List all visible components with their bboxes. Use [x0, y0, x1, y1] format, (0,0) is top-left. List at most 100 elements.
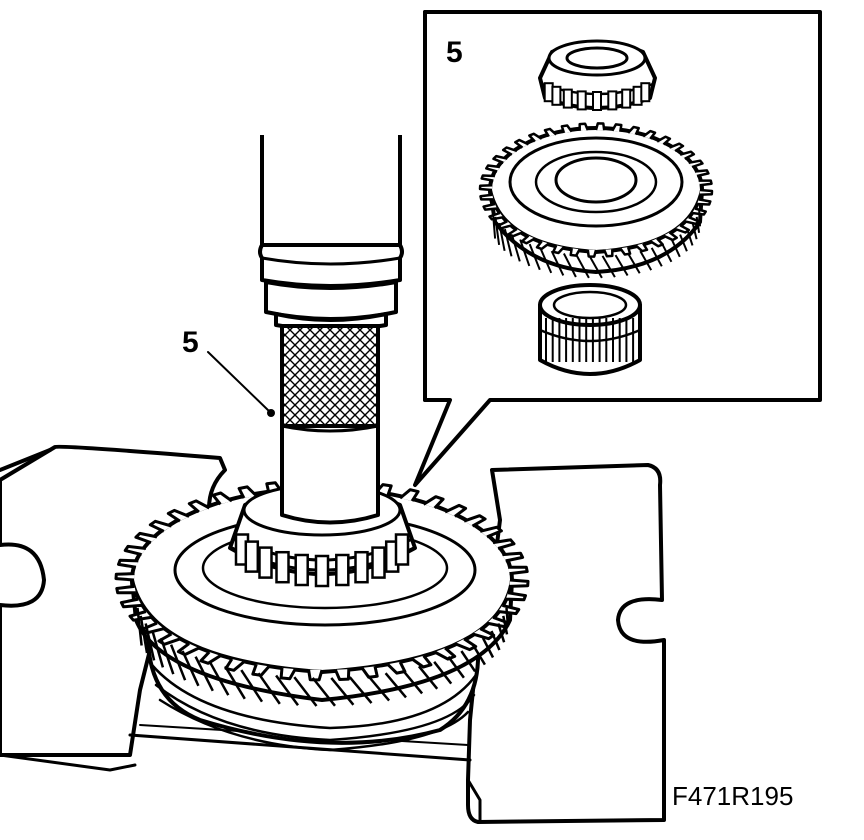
gear-tooth	[656, 135, 672, 146]
figure-code: F471R195	[672, 781, 793, 811]
gear-tooth	[492, 538, 516, 550]
gear-tooth	[360, 666, 379, 679]
helix-line	[491, 210, 497, 239]
gear-tooth	[279, 667, 297, 681]
gear-tooth	[543, 127, 558, 138]
gear-tooth	[699, 188, 714, 196]
helix-line	[144, 623, 156, 661]
gear-tooth	[669, 142, 685, 153]
gear-tooth	[662, 231, 678, 242]
gear-tooth	[199, 650, 222, 665]
helix-line	[417, 665, 439, 690]
gear-tooth	[386, 661, 407, 675]
helix-line	[650, 247, 663, 267]
helix-line	[614, 254, 629, 277]
roller	[258, 546, 273, 579]
helix-line	[139, 615, 149, 654]
helix-line	[348, 676, 373, 704]
helix-line	[159, 637, 175, 675]
gear-tooth	[535, 240, 550, 251]
helix-line	[550, 250, 565, 276]
helix-line	[627, 252, 641, 274]
roller	[244, 540, 260, 573]
gear-tooth	[560, 124, 573, 134]
helix-line	[539, 247, 553, 274]
roller	[551, 85, 562, 106]
gear-tooth	[123, 544, 147, 557]
gear-tooth	[694, 169, 710, 178]
gear-tooth	[594, 122, 606, 131]
gear-tooth	[552, 244, 565, 255]
gear-tooth	[698, 179, 713, 187]
gear-tooth	[478, 184, 493, 192]
helix-line	[502, 615, 509, 635]
gear-tooth	[634, 242, 649, 253]
roller	[576, 90, 587, 111]
gear-tooth	[444, 503, 468, 518]
gear-tooth	[569, 248, 581, 257]
gear-tooth	[679, 150, 696, 160]
gear-tooth	[433, 646, 457, 661]
gear-tooth	[501, 146, 518, 156]
gear-tooth	[642, 129, 657, 140]
callout-label-inset: 5	[446, 36, 463, 69]
helix-line	[330, 677, 355, 706]
helix-line	[686, 228, 694, 246]
gear-tooth	[520, 234, 536, 245]
gear-tooth	[166, 508, 190, 523]
helix-line	[490, 630, 501, 651]
gear-tooth	[479, 193, 494, 201]
gear-tooth	[502, 551, 525, 563]
gear-tooth	[134, 531, 158, 545]
helix-line	[505, 607, 510, 627]
bearing-rollers	[234, 533, 410, 588]
helix-line	[169, 644, 187, 681]
roller	[640, 82, 651, 103]
helix-line	[498, 222, 506, 251]
roller	[294, 553, 309, 587]
gear-tooth	[479, 525, 503, 539]
helix-line	[293, 676, 318, 707]
helix-line	[528, 243, 541, 271]
helix-line	[311, 677, 336, 707]
roller	[607, 90, 618, 111]
helix-line	[695, 216, 701, 233]
helix-line	[136, 607, 143, 646]
helix-line	[563, 253, 577, 278]
helix-line	[460, 650, 477, 673]
inset-needle-rollers	[545, 318, 635, 362]
helix-line	[679, 234, 688, 252]
inset-bearing-rollers	[543, 82, 651, 111]
callout-leader-5: 5	[182, 326, 275, 417]
gear-tooth	[611, 123, 623, 132]
helix-line	[670, 239, 681, 258]
gear-tooth	[463, 514, 487, 528]
gear-tooth	[399, 488, 420, 502]
gear-tooth	[485, 164, 501, 173]
inset-needle-bearing	[538, 283, 642, 376]
gear-tooth	[115, 584, 136, 595]
roller	[592, 91, 602, 111]
roller	[275, 550, 290, 584]
gear-tooth	[224, 658, 245, 672]
gear-helix-lines	[136, 607, 510, 707]
roller	[371, 546, 386, 579]
helix-line	[433, 661, 453, 685]
helix-line	[194, 656, 214, 692]
helix-line	[510, 234, 521, 262]
gear-tooth	[528, 132, 543, 143]
helix-line	[471, 644, 486, 666]
helix-line	[257, 672, 281, 705]
helix-line	[224, 665, 246, 700]
leader-dot	[267, 409, 275, 417]
gear-tooth	[422, 495, 445, 510]
helix-line	[275, 674, 300, 707]
helix-line	[151, 630, 165, 668]
helix-line	[481, 637, 495, 659]
press-tool	[258, 135, 404, 525]
gear-tooth	[586, 249, 598, 258]
helix-line	[384, 672, 407, 699]
helix-line	[588, 255, 603, 279]
gear-tooth	[251, 663, 271, 677]
helix-line	[497, 623, 506, 643]
